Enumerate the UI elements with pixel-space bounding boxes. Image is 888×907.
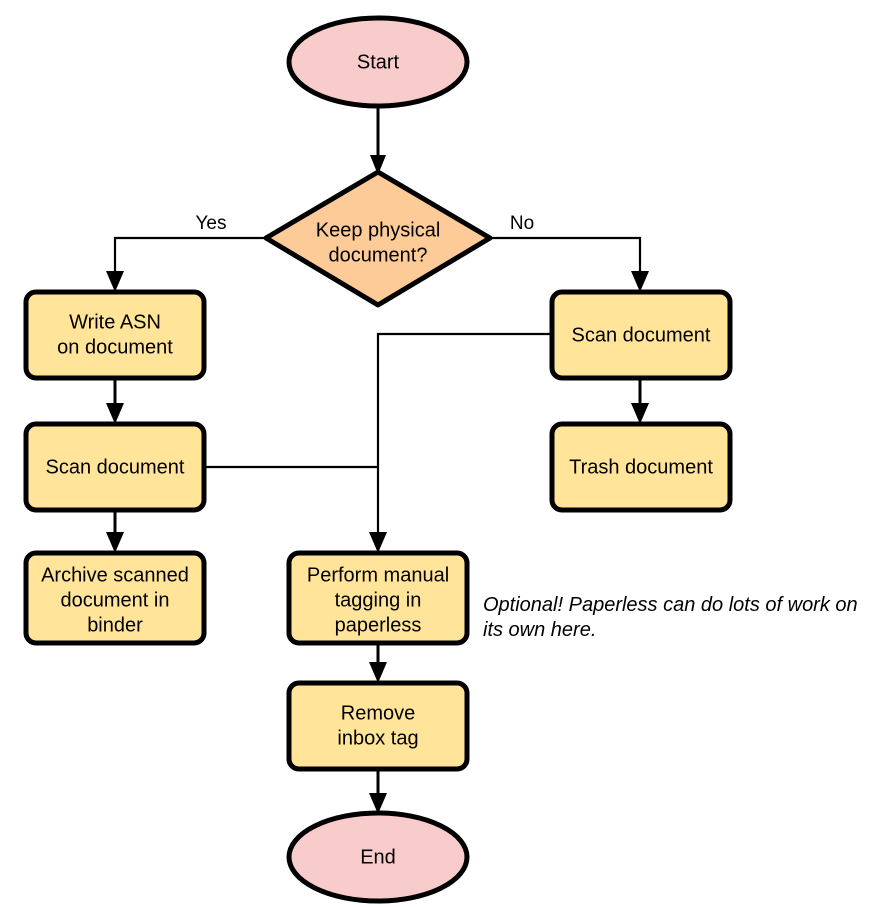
arrow-head-icon: [106, 403, 124, 424]
arrow-head-icon: [369, 532, 387, 553]
node-decision-label-line2: document?: [329, 244, 428, 266]
node-scan-document-right[interactable]: Scan document: [549, 289, 733, 381]
node-archive-label-line3: binder: [87, 614, 143, 636]
node-trash-document[interactable]: Trash document: [549, 421, 733, 513]
remove-inbox-tag-box-shape[interactable]: [286, 680, 470, 772]
node-scan-document-left[interactable]: Scan document: [23, 421, 207, 513]
node-archive-label-line2: document in: [61, 589, 170, 611]
connector-removeinbox-to-end: [369, 769, 387, 814]
connector-scanleft-to-archive: [106, 510, 124, 553]
node-remove-inbox-label-line1: Remove: [341, 702, 415, 724]
node-write-asn-label-line2: on document: [57, 336, 173, 358]
scan-document-left-box-shape[interactable]: [23, 421, 207, 513]
node-decision-label-line1: Keep physical: [316, 219, 441, 241]
node-manual-tagging-label-line3: paperless: [335, 614, 422, 636]
annotation-optional-note-line2: its own here.: [483, 619, 596, 641]
node-scan-document-right-label: Scan document: [572, 324, 711, 346]
manual-tagging-box-shape[interactable]: [286, 550, 470, 646]
annotation-optional-note-line1: Optional! Paperless can do lots of work …: [483, 594, 858, 616]
node-perform-manual-tagging[interactable]: Perform manual tagging in paperless: [286, 550, 470, 646]
node-write-asn-label-line1: Write ASN: [69, 311, 161, 333]
node-end[interactable]: End: [286, 810, 470, 904]
arrow-head-icon: [631, 403, 649, 424]
connector-writeasn-to-scanleft: [106, 378, 124, 424]
arrow-head-icon: [631, 271, 649, 292]
node-decision-keep-physical-document[interactable]: Keep physical document?: [263, 169, 493, 308]
connector-manualtagging-to-removeinbox: [369, 643, 387, 683]
arrow-head-icon: [106, 532, 124, 553]
arrow-head-icon: [106, 271, 124, 292]
archive-box-shape[interactable]: [23, 550, 207, 646]
arrow-head-icon: [369, 793, 387, 814]
connector-decision-no: [490, 236, 649, 292]
node-write-asn-on-document[interactable]: Write ASN on document: [23, 289, 207, 381]
node-remove-inbox-tag[interactable]: Remove inbox tag: [286, 680, 470, 772]
node-archive-label-line1: Archive scanned: [41, 564, 189, 586]
edge-label-yes: Yes: [196, 213, 227, 234]
node-start[interactable]: Start: [286, 15, 470, 109]
node-manual-tagging-label-line1: Perform manual: [307, 564, 449, 586]
connector-scanright-to-trash: [631, 378, 649, 424]
node-end-label: End: [360, 846, 396, 868]
node-remove-inbox-label-line2: inbox tag: [337, 727, 418, 749]
node-scan-document-left-label: Scan document: [46, 456, 185, 478]
edge-label-no: No: [510, 213, 534, 234]
connector-start-to-decision: [370, 106, 386, 175]
connector-scanright-to-manualtagging: [369, 332, 552, 553]
connector-decision-yes: [106, 236, 266, 292]
node-manual-tagging-label-line2: tagging in: [335, 589, 422, 611]
decision-diamond-shape[interactable]: [263, 169, 493, 308]
trash-document-box-shape[interactable]: [549, 421, 733, 513]
arrow-head-icon: [369, 662, 387, 683]
annotation-optional-note: Optional! Paperless can do lots of work …: [483, 594, 858, 641]
write-asn-box-shape[interactable]: [23, 289, 207, 381]
arrow-head-icon: [370, 155, 386, 175]
node-start-label: Start: [357, 51, 400, 73]
end-ellipse-shape[interactable]: [286, 810, 470, 904]
scan-document-right-box-shape[interactable]: [549, 289, 733, 381]
node-trash-document-label: Trash document: [569, 456, 713, 478]
node-archive-scanned-document[interactable]: Archive scanned document in binder: [23, 550, 207, 646]
start-ellipse-shape[interactable]: [286, 15, 470, 109]
